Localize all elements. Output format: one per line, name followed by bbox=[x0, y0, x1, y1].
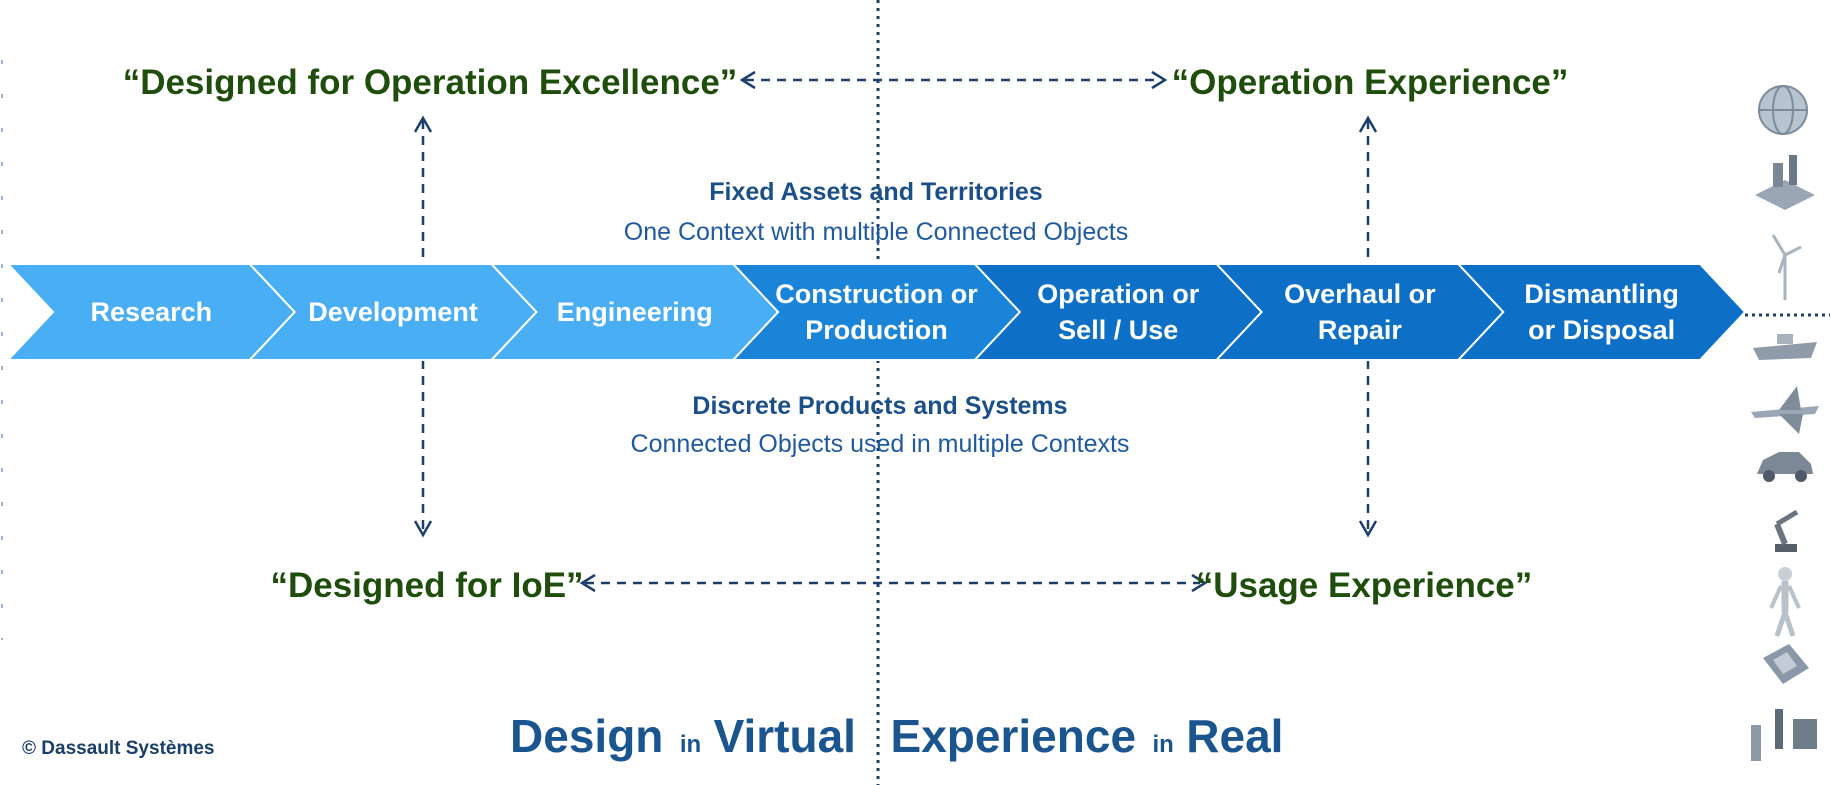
bottom-double-arrow bbox=[579, 573, 1208, 593]
human-icon bbox=[1769, 567, 1801, 637]
aircraft-icon bbox=[1751, 386, 1819, 434]
quote-usage-experience: “Usage Experience” bbox=[1196, 566, 1533, 605]
robot-arm-icon bbox=[1774, 509, 1799, 552]
quote-operation-experience: “Operation Experience” bbox=[1172, 63, 1569, 102]
upper-context-subtitle: One Context with multiple Connected Obje… bbox=[624, 218, 1128, 246]
stage-chevron bbox=[1455, 263, 1747, 361]
ship-icon bbox=[1753, 334, 1817, 360]
car-icon bbox=[1757, 452, 1813, 482]
plant-icon bbox=[1755, 155, 1815, 210]
stage-label: Research bbox=[91, 297, 213, 327]
upper-context-title: Fixed Assets and Territories bbox=[709, 178, 1042, 206]
copyright-notice: © Dassault Systèmes bbox=[22, 738, 215, 759]
quote-designed-for-ioe: “Designed for IoE” bbox=[270, 566, 583, 605]
globe-icon bbox=[1758, 85, 1808, 135]
lower-context-subtitle: Connected Objects used in multiple Conte… bbox=[631, 430, 1130, 458]
quote-designed-for-operation-excellence: “Designed for Operation Excellence” bbox=[123, 63, 738, 102]
chip-icon bbox=[1763, 644, 1809, 684]
experience-in-real-label: Experience in Real bbox=[891, 710, 1284, 762]
right-vertical-arrow bbox=[1358, 115, 1378, 538]
stage-label: Development bbox=[308, 297, 478, 327]
equipment-icon bbox=[1751, 709, 1817, 761]
left-vertical-arrow bbox=[413, 115, 433, 538]
top-double-arrow bbox=[739, 70, 1168, 90]
design-in-virtual-label: Design in Virtual bbox=[510, 710, 856, 762]
stage-label: Engineering bbox=[557, 297, 713, 327]
lifecycle-stages: Research Development Engineering Constructi… bbox=[5, 263, 1747, 361]
lower-context-title: Discrete Products and Systems bbox=[692, 392, 1067, 420]
wind-turbine-icon bbox=[1771, 234, 1802, 300]
side-icons bbox=[1751, 85, 1819, 761]
